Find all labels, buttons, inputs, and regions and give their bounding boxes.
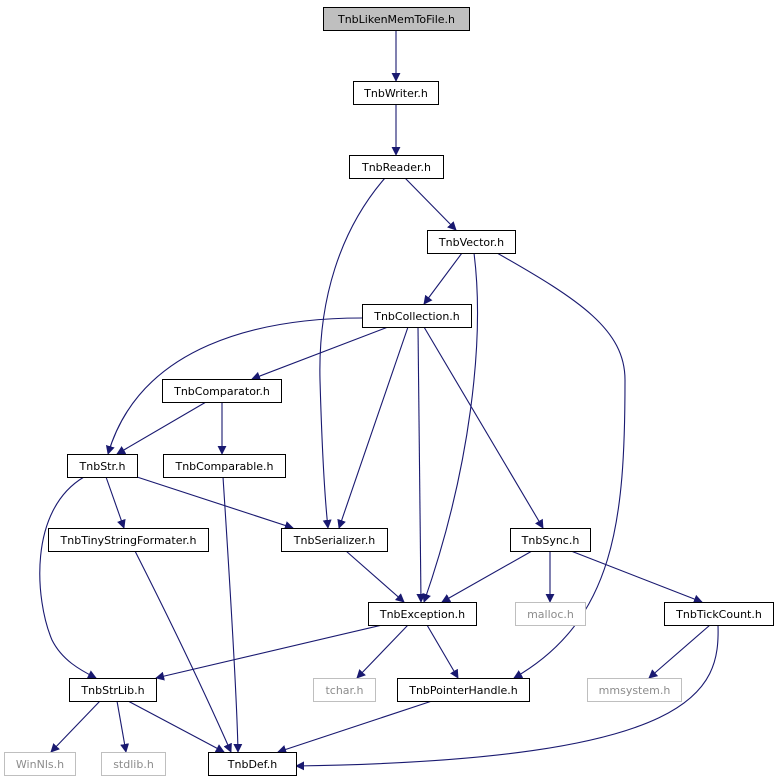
node-box (48, 528, 209, 552)
node-serializer[interactable]: TnbSerializer.h (281, 528, 388, 552)
edge-strlib-to-def (127, 700, 225, 753)
node-box (69, 678, 157, 702)
edge-tickcount-to-mmsystem (648, 624, 711, 679)
node-tickcount[interactable]: TnbTickCount.h (664, 602, 774, 626)
node-box (101, 752, 166, 776)
node-label: TnbVector.h (438, 236, 504, 249)
node-box (427, 230, 516, 254)
node-stdlib: stdlib.h (101, 752, 166, 776)
edge-tickcount-to-def (295, 624, 719, 771)
edge-str-to-tinyfmt (105, 476, 126, 529)
edge-sync-to-tickcount (570, 550, 703, 604)
edge-exception-to-pointer (426, 624, 459, 679)
edge-strlib-to-stdlib (116, 700, 130, 753)
node-str[interactable]: TnbStr.h (67, 454, 138, 478)
node-label: TnbDef.h (227, 758, 277, 771)
edge-serializer-to-exception (345, 550, 405, 603)
edge-collection-to-exception (416, 326, 426, 603)
node-label: TnbStr.h (79, 460, 126, 473)
node-box (353, 81, 439, 105)
edge-exception-to-tchar (356, 624, 409, 679)
edge-tinyfmt-to-def (134, 550, 232, 753)
node-label: TnbComparable.h (174, 460, 273, 473)
edge-str-to-serializer (136, 476, 294, 530)
edge-comparator-to-str (116, 401, 207, 455)
node-writer[interactable]: TnbWriter.h (353, 81, 439, 105)
node-label: TnbException.h (379, 608, 465, 621)
node-mmsystem: mmsystem.h (587, 678, 682, 702)
node-box (67, 454, 138, 478)
edge-reader-to-vector (404, 177, 457, 231)
node-box (368, 602, 477, 626)
edge-sync-to-exception (441, 550, 533, 603)
node-def[interactable]: TnbDef.h (208, 752, 297, 776)
edge-collection-to-serializer (337, 326, 409, 529)
node-label: TnbComparator.h (173, 385, 270, 398)
node-reader[interactable]: TnbReader.h (349, 155, 444, 179)
edge-strlib-to-winnls (50, 700, 101, 753)
edge-str-to-strlib (39, 476, 97, 679)
node-box (323, 7, 470, 31)
node-label: TnbSync.h (521, 534, 580, 547)
node-box (163, 454, 286, 478)
node-exception[interactable]: TnbException.h (368, 602, 477, 626)
node-winnls: WinNls.h (4, 752, 76, 776)
node-label: TnbTinyStringFormater.h (60, 534, 197, 547)
node-box (362, 304, 472, 328)
edge-vector-to-collection (423, 252, 463, 305)
node-box (281, 528, 388, 552)
node-label: TnbWriter.h (363, 87, 428, 100)
node-vector[interactable]: TnbVector.h (427, 230, 516, 254)
node-sync[interactable]: TnbSync.h (510, 528, 591, 552)
node-box (664, 602, 774, 626)
node-label: malloc.h (527, 608, 574, 621)
node-label: TnbCollection.h (373, 310, 460, 323)
node-label: TnbLikenMemToFile.h (337, 13, 455, 26)
node-label: TnbStrLib.h (80, 684, 144, 697)
node-pointer[interactable]: TnbPointerHandle.h (397, 678, 530, 702)
node-tinyfmt[interactable]: TnbTinyStringFormater.h (48, 528, 209, 552)
node-box (349, 155, 444, 179)
edge-collection-to-sync (423, 326, 544, 529)
node-box (515, 602, 586, 626)
edge-pointer-to-def (277, 700, 433, 754)
edge-collection-to-comparator (251, 326, 389, 381)
node-comparator[interactable]: TnbComparator.h (162, 379, 282, 403)
edge-exception-to-strlib (155, 624, 383, 681)
edge-reader-to-serializer (319, 177, 386, 529)
nodes-layer: TnbLikenMemToFile.hTnbWriter.hTnbReader.… (4, 7, 774, 776)
node-box (208, 752, 297, 776)
node-label: TnbReader.h (361, 161, 431, 174)
node-label: mmsystem.h (599, 684, 671, 697)
node-label: TnbTickCount.h (675, 608, 762, 621)
node-box (397, 678, 530, 702)
node-label: tchar.h (325, 684, 363, 697)
node-box (313, 678, 376, 702)
node-strlib[interactable]: TnbStrLib.h (69, 678, 157, 702)
node-box (4, 752, 76, 776)
node-liken[interactable]: TnbLikenMemToFile.h (323, 7, 470, 31)
edge-comparable-to-def (222, 476, 243, 753)
node-malloc: malloc.h (515, 602, 586, 626)
node-box (510, 528, 591, 552)
node-label: stdlib.h (113, 758, 154, 771)
node-box (162, 379, 282, 403)
node-collection[interactable]: TnbCollection.h (362, 304, 472, 328)
node-box (587, 678, 682, 702)
node-label: TnbPointerHandle.h (408, 684, 518, 697)
edge-vector-to-exception (422, 252, 478, 603)
edge-collection-to-str (105, 317, 363, 455)
edges-layer (39, 30, 719, 771)
node-label: WinNls.h (16, 758, 64, 771)
node-tchar: tchar.h (313, 678, 376, 702)
node-comparable[interactable]: TnbComparable.h (163, 454, 286, 478)
node-label: TnbSerializer.h (293, 534, 375, 547)
